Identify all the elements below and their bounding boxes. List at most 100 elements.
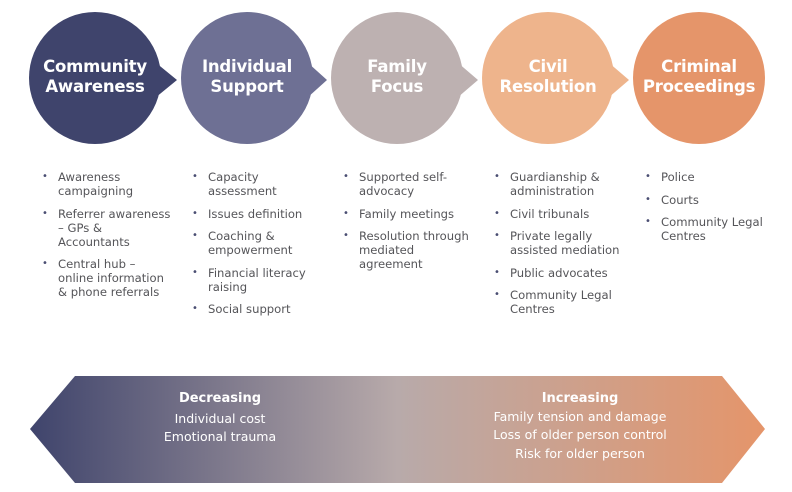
bullet-icon: • <box>192 171 198 182</box>
stage-title-line1: Criminal <box>661 57 737 76</box>
list-item-text: Police <box>661 170 695 184</box>
decreasing-line: Emotional trauma <box>163 429 277 444</box>
increasing-line: Family tension and damage <box>493 408 667 424</box>
stage-title-line1: Community <box>43 57 147 76</box>
list-item: • Courts <box>645 193 775 207</box>
list-item: • Issues definition <box>192 207 320 221</box>
bullet-icon: • <box>42 207 48 219</box>
list-item-text: Guardianship & administration <box>510 170 600 198</box>
stage-bubble-criminal-proceedings: Criminal Proceedings <box>633 12 765 144</box>
stage-items-civil-resolution: • Guardianship & administration • Civil tri… <box>494 170 630 325</box>
bullet-icon: • <box>645 193 651 205</box>
list-item: • Financial literacy raising <box>192 266 320 294</box>
stage-items-family-focus: • Supported self-advocacy • Family meetings… <box>343 170 473 280</box>
list-item-text: Coaching & empowerment <box>208 229 293 257</box>
stage-items-community-awareness: •Awareness campaigning •Referrer awarenes… <box>42 170 174 308</box>
list-item: • Public advocates <box>494 266 630 280</box>
stage-title-line2: Proceedings <box>642 77 756 96</box>
list-item: • Guardianship & administration <box>494 170 630 198</box>
stage-title: Individual Support <box>181 57 313 97</box>
stage-bubble-civil-resolution: Civil Resolution <box>482 12 629 144</box>
decreasing-heading: Decreasing <box>178 391 262 406</box>
stage-title-line2: Focus <box>370 77 424 96</box>
speech-bubble-shape <box>29 12 177 144</box>
bullet-icon: • <box>343 207 349 219</box>
list-item-text: Public advocates <box>510 265 608 280</box>
list-item: •Awareness campaigning <box>42 170 174 198</box>
bullet-icon: • <box>192 266 198 278</box>
list-item: • Coaching & empowerment <box>192 229 320 257</box>
list-item-text: Courts <box>661 192 699 207</box>
stage-title: Family Focus <box>331 57 463 97</box>
list-item: • Social support <box>192 302 320 316</box>
bullet-icon: • <box>494 230 500 241</box>
list-item-text: Resolution through mediated agreement <box>359 229 469 271</box>
increasing-section: Increasing Family tension and damage Los… <box>460 390 700 463</box>
bullet-icon: • <box>42 171 48 182</box>
list-item-text: Issues definition <box>208 206 303 221</box>
stage-title-line1: Individual <box>201 57 293 76</box>
list-item-text: Private legally assisted mediation <box>510 229 620 257</box>
stage-title-line1: Civil <box>528 57 568 76</box>
bubble-circle <box>331 12 463 144</box>
bullet-icon: • <box>192 230 198 241</box>
double-arrow-shape <box>30 376 765 483</box>
list-item: • Civil tribunals <box>494 207 630 221</box>
speech-bubble-shape <box>633 12 765 144</box>
list-item: • Community Legal Centres <box>645 215 775 243</box>
bullet-icon: • <box>192 303 198 314</box>
list-item: • Capacity assessment <box>192 170 320 198</box>
increasing-line: Risk for older person <box>515 445 645 461</box>
stage-title-line1: Family <box>367 57 427 76</box>
stage-title: Civil Resolution <box>482 57 614 97</box>
bubble-circle <box>482 12 614 144</box>
list-item-text: Financial literacy raising <box>208 265 306 294</box>
stage-bubble-community-awareness: Community Awareness <box>29 12 177 144</box>
list-item-text: Community Legal Centres <box>661 215 763 243</box>
bullet-icon: • <box>645 216 651 227</box>
stage-title-line2: Resolution <box>499 77 597 96</box>
stage-bubble-individual-support: Individual Support <box>181 12 327 144</box>
list-item-text: Social support <box>208 302 291 316</box>
bullet-icon: • <box>42 258 48 269</box>
bullet-icon: • <box>494 266 500 278</box>
decreasing-line: Individual cost <box>174 410 266 426</box>
list-item-text: Family meetings <box>359 206 455 221</box>
list-item: • Supported self-advocacy <box>343 170 473 198</box>
bullet-icon: • <box>645 171 651 182</box>
decreasing-section: Decreasing Individual cost Emotional tra… <box>120 390 320 447</box>
increasing-heading: Increasing <box>541 391 619 406</box>
bullet-icon: • <box>343 230 349 241</box>
list-item-text: Civil tribunals <box>510 206 590 221</box>
stage-bubble-family-focus: Family Focus <box>331 12 478 144</box>
list-item-text: Central hub – online information & phone… <box>58 257 164 299</box>
stage-title-line2: Awareness <box>45 77 145 96</box>
speech-bubble-shape <box>482 12 629 144</box>
stage-items-individual-support: • Capacity assessment • Issues definition • C… <box>192 170 320 325</box>
list-item-text: Supported self-advocacy <box>359 170 448 198</box>
bubble-circle <box>633 12 765 144</box>
list-item: •Referrer awareness – GPs & Accountants <box>42 207 174 249</box>
list-item-text: Community Legal Centres <box>510 288 612 316</box>
bubble-circle <box>181 12 313 144</box>
list-item-text: Capacity assessment <box>208 170 277 198</box>
speech-bubble-shape <box>181 12 327 144</box>
stage-title: Community Awareness <box>29 57 161 97</box>
bullet-icon: • <box>192 207 198 219</box>
speech-bubble-shape <box>331 12 478 144</box>
list-item: • Private legally assisted mediation <box>494 229 630 257</box>
stage-items-criminal-proceedings: • Police • Courts • Community Legal Centres <box>645 170 775 252</box>
bubble-circle <box>29 12 161 144</box>
stage-title-line2: Support <box>210 77 284 96</box>
list-item: • Family meetings <box>343 207 473 221</box>
bullet-icon: • <box>494 289 500 300</box>
increasing-line: Loss of older person control <box>493 427 667 442</box>
list-item: • Central hub – online information & phon… <box>42 257 174 299</box>
bullet-icon: • <box>343 171 349 182</box>
bullet-icon: • <box>494 207 500 219</box>
bullet-icon: • <box>494 171 500 182</box>
list-item: • Police <box>645 170 775 184</box>
list-item: • Resolution through mediated agreement <box>343 229 473 271</box>
